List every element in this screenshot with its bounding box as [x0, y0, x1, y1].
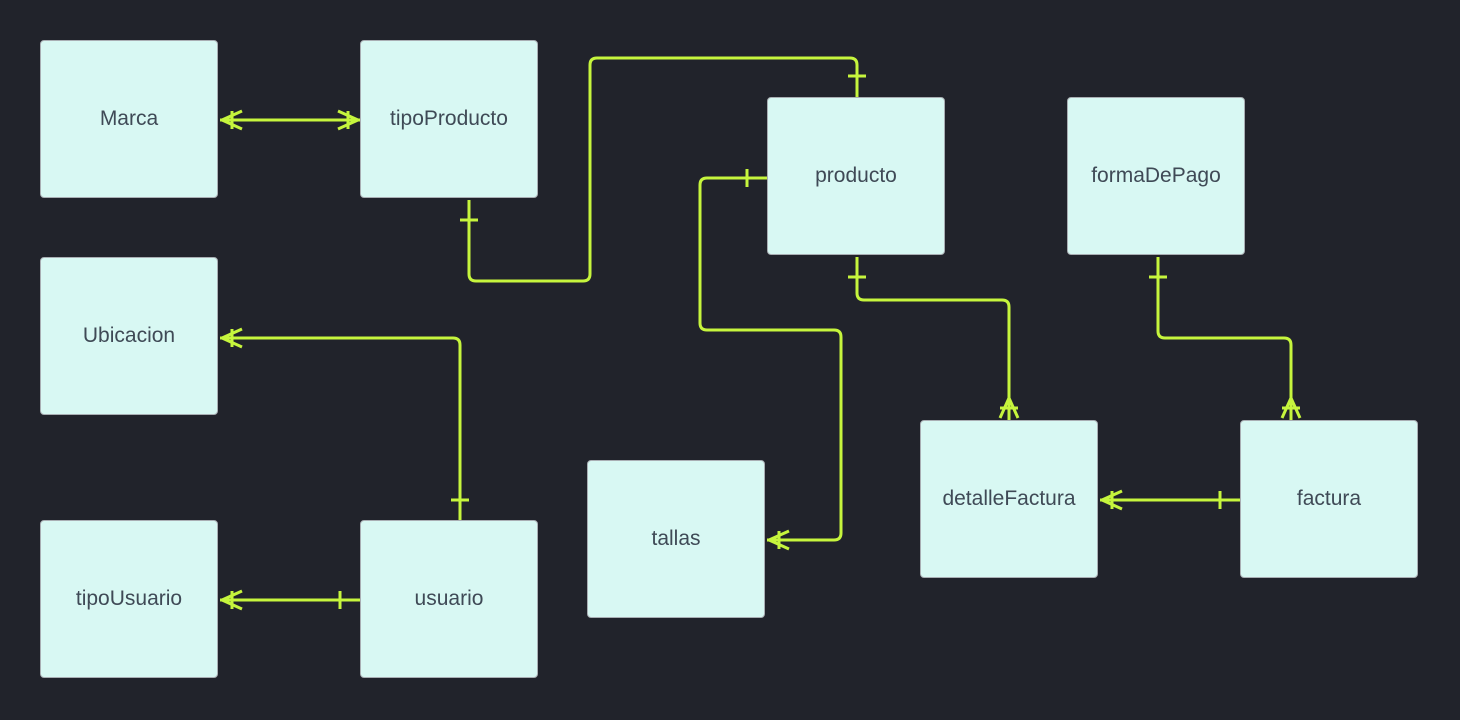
entity-label: Ubicacion	[82, 324, 176, 347]
link-marca-tipoproducto[interactable]	[220, 109, 360, 131]
entity-label: tipoUsuario	[75, 587, 183, 610]
entity-label: formaDePago	[1091, 164, 1221, 187]
link-producto-detallefactura[interactable]	[848, 257, 1020, 420]
entity-detalle-factura[interactable]: detalleFactura	[920, 420, 1098, 578]
entity-label: tallas	[651, 527, 701, 550]
link-formadepago-factura[interactable]	[1149, 257, 1302, 420]
entity-usuario[interactable]: usuario	[360, 520, 538, 678]
entity-label: factura	[1296, 487, 1362, 510]
link-tipoproducto-producto[interactable]	[460, 56, 866, 283]
link-usuario-ubicacion[interactable]	[220, 327, 469, 520]
link-factura-detallefactura[interactable]	[1100, 489, 1240, 511]
entity-marca[interactable]: Marca	[40, 40, 218, 198]
entity-tipo-producto[interactable]: tipoProducto	[360, 40, 538, 198]
entity-ubicacion[interactable]: Ubicacion	[40, 257, 218, 415]
entity-tipo-usuario[interactable]: tipoUsuario	[40, 520, 218, 678]
entity-tallas[interactable]: tallas	[587, 460, 765, 618]
entity-forma-de-pago[interactable]: formaDePago	[1067, 97, 1245, 255]
entity-label: detalleFactura	[942, 487, 1076, 510]
link-usuario-tipousuario[interactable]	[220, 589, 360, 611]
entity-label: Marca	[99, 107, 159, 130]
link-producto-tallas[interactable]	[698, 169, 843, 551]
entity-label: usuario	[414, 587, 484, 610]
entity-producto[interactable]: producto	[767, 97, 945, 255]
entity-label: producto	[815, 164, 897, 187]
entity-label: tipoProducto	[390, 107, 508, 130]
entity-factura[interactable]: factura	[1240, 420, 1418, 578]
